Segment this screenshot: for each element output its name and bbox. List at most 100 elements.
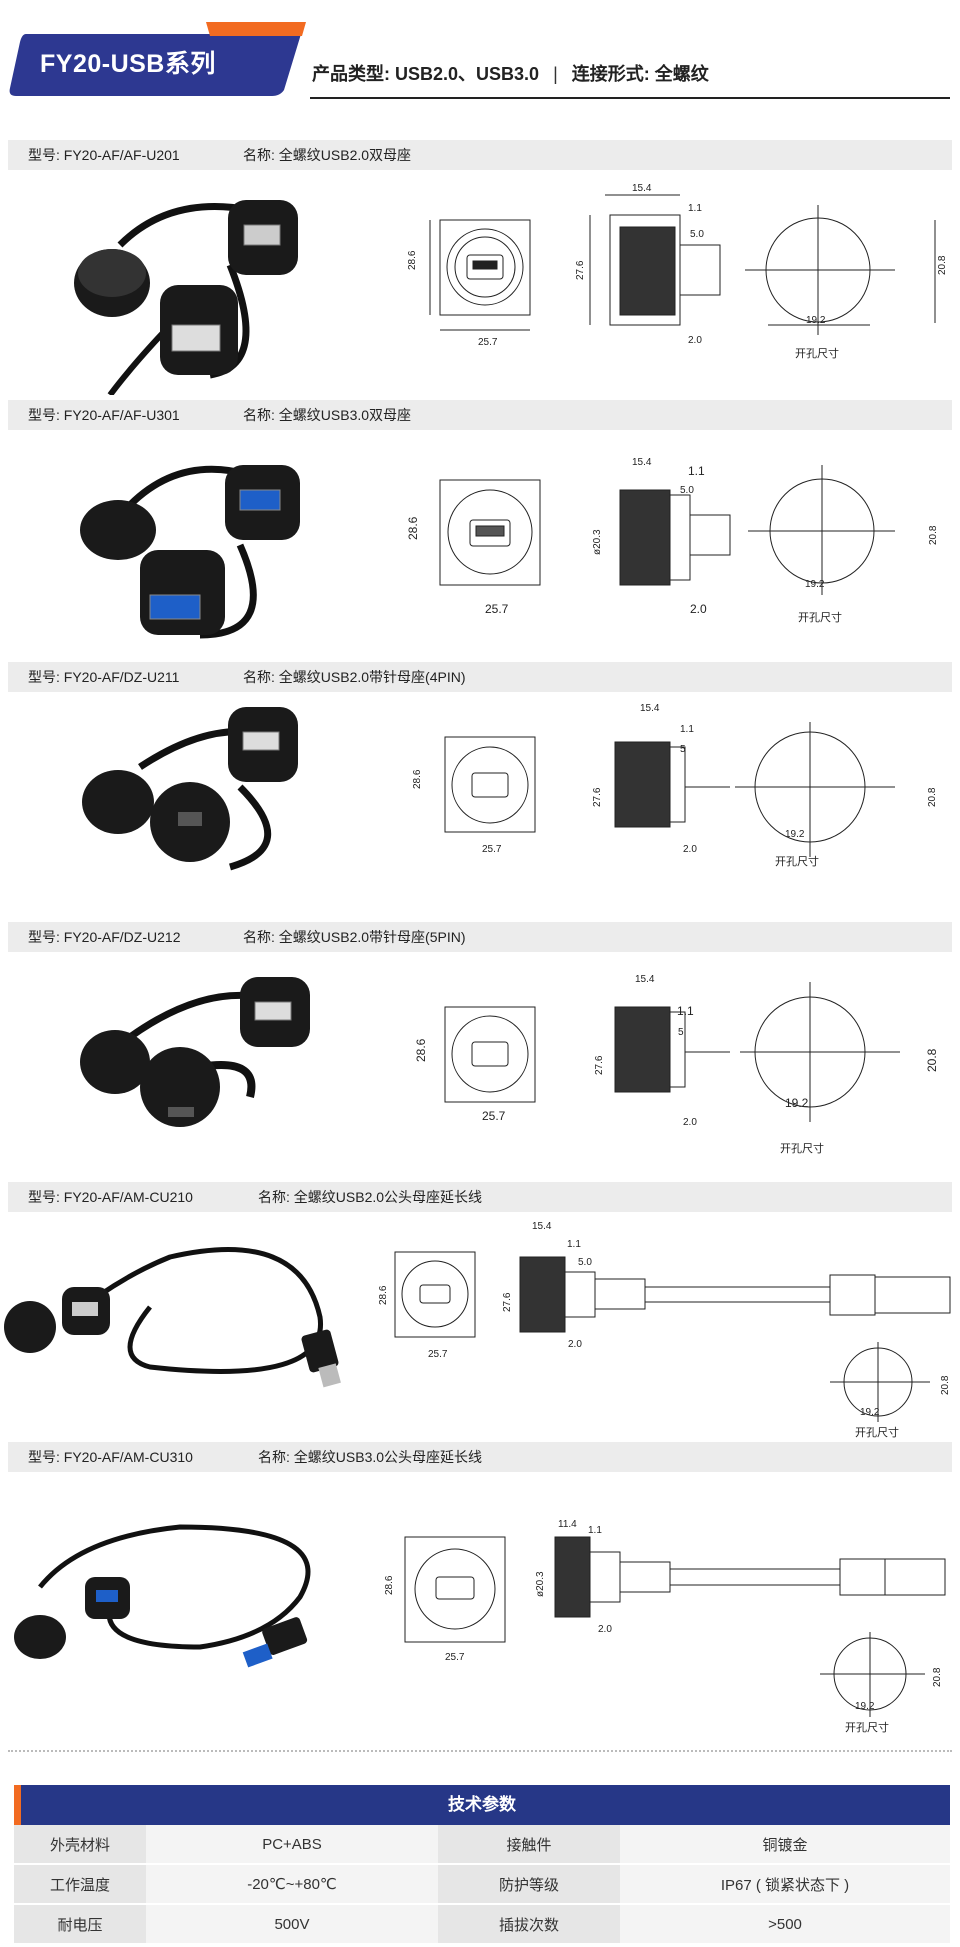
side-view [589, 194, 721, 326]
dim-hex-height: 28.6 [378, 1285, 389, 1305]
spec-title: 技术参数 [14, 1785, 950, 1825]
name-label: 名称: 全螺纹USB2.0带针母座(5PIN) [243, 929, 466, 945]
dim-cut-height: 20.8 [932, 1667, 943, 1687]
product-type: 产品类型: USB2.0、USB3.0 [312, 64, 540, 84]
spec-grid: 外壳材料 PC+ABS 接触件 铜镀金 工作温度 -20℃~+80℃ 防护等级 … [14, 1825, 950, 1945]
dim-hex-height: 28.6 [412, 769, 423, 789]
section-drawing: 28.6 25.7 11.4 1.1 ø20.3 2.0 20.8 19.2 开… [14, 1519, 946, 1734]
front-view [394, 1251, 476, 1338]
dim-thread-length: 15.4 [632, 183, 652, 194]
name-label: 名称: 全螺纹USB3.0公头母座延长线 [258, 1449, 483, 1465]
cutout-caption: 开孔尺寸 [780, 1141, 824, 1155]
product-photo [74, 200, 298, 395]
dim-hex-height: 28.6 [406, 516, 420, 540]
dim-cut-width: 19.2 [785, 1096, 809, 1110]
product-section: 28.6 25.7 15.4 1.1 5.0 27.6 2.0 20.8 19.… [0, 175, 960, 395]
dim-cut-width: 19.2 [855, 1701, 875, 1712]
section-drawing: 28.6 25.7 15.4 1.1 5.0 ø20.3 2.0 20.8 19… [80, 457, 939, 639]
dim-nut: 2.0 [568, 1339, 582, 1350]
spec-row: 外壳材料 PC+ABS 接触件 铜镀金 [14, 1825, 950, 1865]
product-section: 28.6 25.7 15.4 1.1 5 27.6 2.0 20.8 19.2 … [0, 697, 960, 917]
name-label: 名称: 全螺纹USB2.0公头母座延长线 [258, 1189, 483, 1205]
cutout-view [745, 205, 936, 335]
cutout-caption: 开孔尺寸 [798, 610, 842, 624]
model-label: 型号: FY20-AF/AM-CU310 [28, 1449, 193, 1465]
name-label: 名称: 全螺纹USB2.0带针母座(4PIN) [243, 669, 466, 685]
spec-table: 技术参数 外壳材料 PC+ABS 接触件 铜镀金 工作温度 -20℃~+80℃ … [14, 1785, 950, 1945]
dim-pin-offset: 5.0 [690, 229, 704, 240]
product-bar: 型号: FY20-AF/DZ-U212 名称: 全螺纹USB2.0带针母座(5PI… [8, 922, 952, 952]
spec-key: 耐电压 [14, 1904, 146, 1945]
product-info: 产品类型: USB2.0、USB3.0|连接形式: 全螺纹 [312, 60, 709, 86]
dim-hex-width: 25.7 [428, 1349, 448, 1360]
side-view [614, 1006, 730, 1093]
spec-value: 铜镀金 [620, 1825, 950, 1865]
spec-value: PC+ABS [146, 1825, 438, 1865]
product-bar: 型号: FY20-AF/AF-U301 名称: 全螺纹USB3.0双母座 [8, 400, 952, 430]
cutout-view [830, 1342, 930, 1422]
spec-value: IP67 ( 锁紧状态下 ) [620, 1864, 950, 1905]
dim-body-height: 27.6 [594, 1055, 605, 1075]
name-label: 名称: 全螺纹USB3.0双母座 [243, 407, 412, 423]
info-separator: | [553, 64, 558, 84]
dim-pin-offset: 5.0 [578, 1257, 592, 1268]
cutout-caption: 开孔尺寸 [795, 346, 839, 360]
dim-hex-width: 25.7 [445, 1652, 465, 1663]
model-label: 型号: FY20-AF/AF-U301 [28, 407, 180, 423]
dim-thread-length: 15.4 [640, 703, 660, 714]
spec-value: >500 [620, 1904, 950, 1945]
dim-cut-height: 20.8 [928, 525, 939, 545]
cutout-view [820, 1632, 925, 1717]
dim-nut: 2.0 [683, 1117, 697, 1128]
model-label: 型号: FY20-AF/AF-U201 [28, 147, 180, 163]
dotted-divider [8, 1750, 952, 1752]
spec-key: 防护等级 [438, 1864, 620, 1905]
spec-title-text: 技术参数 [448, 1795, 516, 1814]
page-header: FY20-USB系列 产品类型: USB2.0、USB3.0|连接形式: 全螺纹 [0, 0, 960, 110]
dim-flange: 1.1 [567, 1239, 581, 1250]
dim-pin-offset-short: 5 [678, 1027, 684, 1038]
spec-key: 插拔次数 [438, 1904, 620, 1945]
model-label: 型号: FY20-AF/DZ-U212 [28, 929, 181, 945]
side-view [554, 1536, 946, 1618]
cutout-view [748, 465, 895, 595]
spec-key: 工作温度 [14, 1864, 146, 1905]
dim-nut: 2.0 [598, 1624, 612, 1635]
dim-body-height: 27.6 [592, 787, 603, 807]
dim-flange: 1.1 [688, 203, 702, 214]
dim-hex-height: 28.6 [407, 250, 418, 270]
side-view [614, 741, 730, 828]
dim-cut-width: 19.2 [806, 315, 826, 326]
dim-hex-height: 28.6 [384, 1575, 395, 1595]
spec-accent [14, 1785, 21, 1825]
product-section: 28.6 25.7 15.4 1.1 5.0 ø20.3 2.0 20.8 19… [0, 435, 960, 655]
product-photo [4, 1247, 341, 1388]
dim-hex-width: 25.7 [482, 844, 502, 855]
product-section: 28.6 25.7 11.4 1.1 ø20.3 2.0 20.8 19.2 开… [0, 1477, 960, 1742]
section-drawing: 28.6 25.7 15.4 1.1 5 27.6 2.0 20.8 19.2 … [80, 974, 939, 1155]
dim-cut-width: 19.2 [860, 1407, 880, 1418]
front-view [404, 1536, 506, 1643]
spec-key: 接触件 [438, 1825, 620, 1865]
side-view [519, 1256, 951, 1333]
side-view [619, 489, 731, 586]
front-view [444, 736, 536, 833]
spec-row: 工作温度 -20℃~+80℃ 防护等级 IP67 ( 锁紧状态下 ) [14, 1864, 950, 1905]
product-photo [80, 977, 310, 1127]
spec-row: 耐电压 500V 插拔次数 >500 [14, 1904, 950, 1945]
product-section: 28.6 25.7 15.4 1.1 5.0 27.6 2.0 20.8 19.… [0, 1217, 960, 1442]
dim-thread-length: 15.4 [635, 974, 655, 985]
dim-short-thread: 11.4 [558, 1519, 577, 1530]
header-rule [310, 97, 950, 99]
spec-key: 外壳材料 [14, 1825, 146, 1865]
cutout-view [740, 982, 900, 1122]
dim-cut-height: 20.8 [925, 1048, 939, 1072]
dim-thread-length: 15.4 [532, 1221, 552, 1232]
cutout-caption: 开孔尺寸 [845, 1720, 889, 1734]
product-section: 28.6 25.7 15.4 1.1 5 27.6 2.0 20.8 19.2 … [0, 957, 960, 1177]
spec-value: -20℃~+80℃ [146, 1864, 438, 1905]
dim-pin-offset-short: 5 [680, 744, 686, 755]
dim-cut-height: 20.8 [937, 255, 948, 275]
accent-stripe [206, 22, 306, 36]
